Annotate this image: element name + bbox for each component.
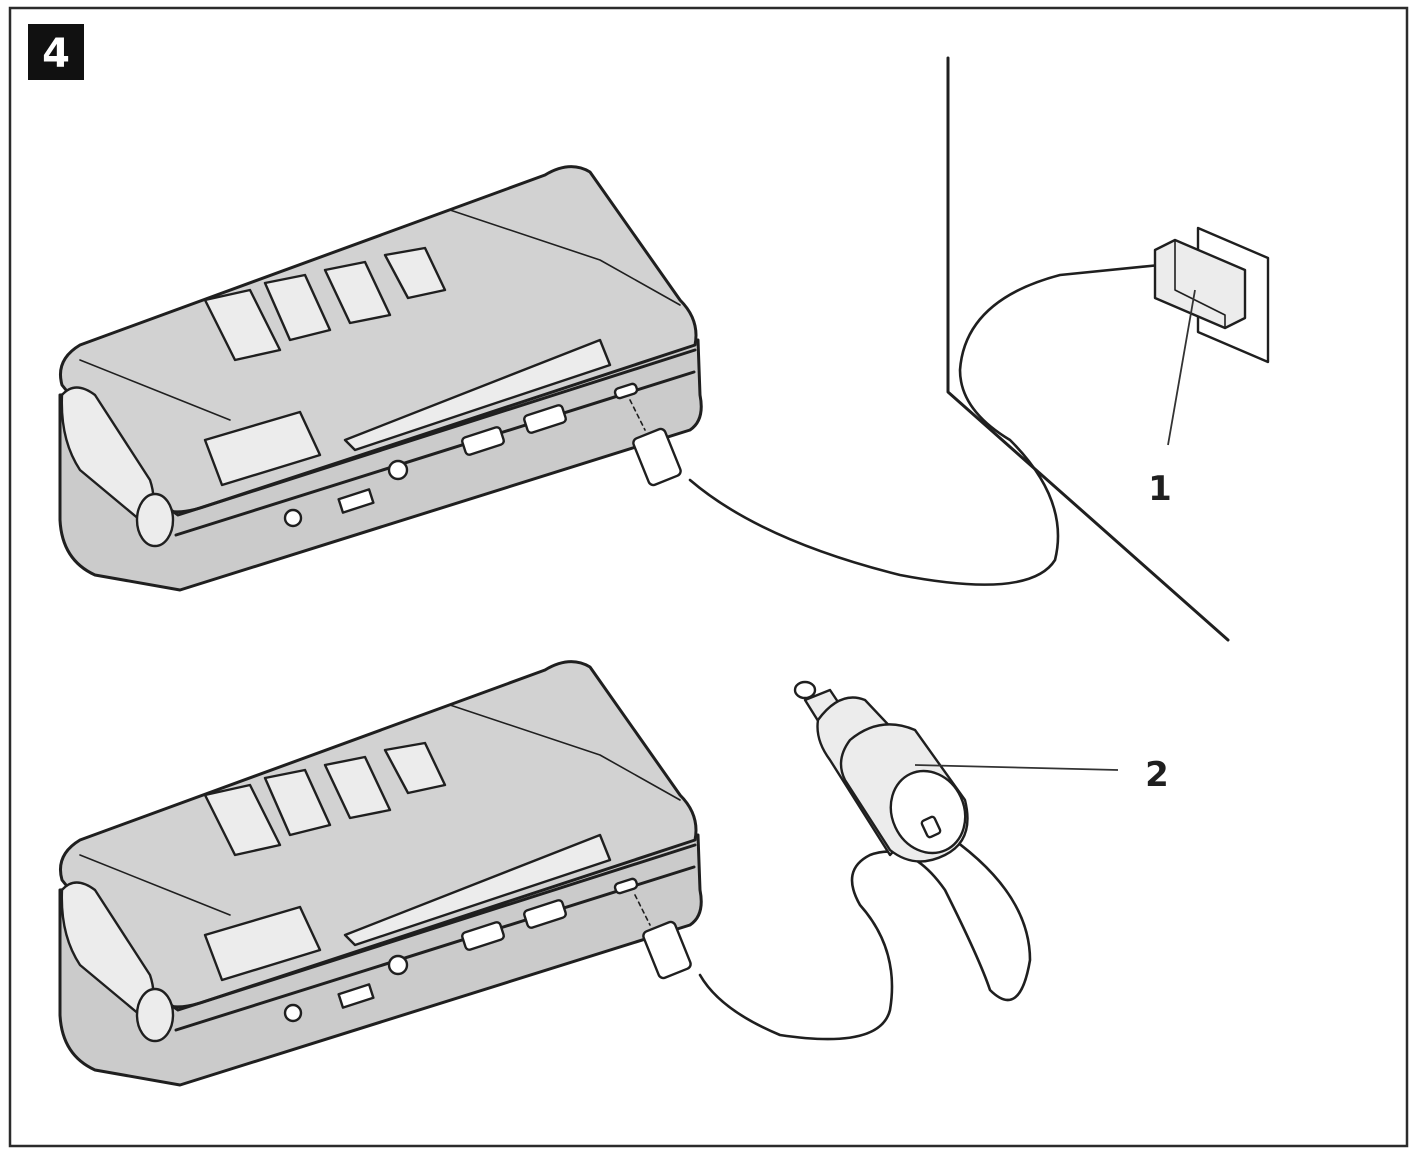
- dc-port: [283, 508, 303, 528]
- jump-starter-top: [58, 165, 703, 592]
- insert-guide-bottom: [634, 894, 651, 926]
- aux-port: [387, 459, 409, 481]
- display-window: [203, 905, 322, 982]
- top-button-3: [323, 260, 392, 325]
- usb-port-1: [461, 426, 505, 456]
- car-charger-face: [889, 769, 967, 855]
- car-charger-usb-port: [920, 815, 942, 839]
- usb-c-plug-bottom: [642, 920, 692, 980]
- wall-adapter-edge: [1174, 239, 1226, 329]
- step-number: 4: [42, 31, 70, 77]
- callout-2-leader: [914, 764, 1119, 771]
- top-button-4: [383, 741, 447, 795]
- power-switch: [337, 488, 375, 514]
- top-ridge-line: [79, 854, 231, 916]
- callout-1-leader: [1167, 289, 1196, 446]
- device-front-line: [174, 865, 696, 1032]
- top-button-1: [203, 783, 282, 857]
- callout-1-label: 1: [1148, 469, 1172, 509]
- clamp-port: [135, 987, 175, 1043]
- top-ridge-line-right: [449, 704, 681, 801]
- step-badge: 4: [28, 24, 84, 80]
- power-switch: [337, 983, 375, 1009]
- device-top-face: [59, 660, 698, 1009]
- step-badge-box: [28, 24, 84, 80]
- wall-edge: [946, 56, 1230, 642]
- front-recess: [343, 833, 612, 947]
- display-window: [203, 410, 322, 487]
- usb-port-1: [461, 921, 505, 951]
- callout-2-label: 2: [1145, 755, 1169, 795]
- usb-port-2: [523, 404, 567, 434]
- usb-c-plug-top: [632, 427, 682, 487]
- dc-port: [283, 1003, 303, 1023]
- device-front-line: [174, 370, 696, 537]
- top-button-2: [263, 273, 332, 342]
- aux-port: [387, 954, 409, 976]
- usb-c-port: [613, 382, 639, 400]
- usb-port-2: [523, 899, 567, 929]
- top-button-3: [323, 755, 392, 820]
- usb-c-port: [613, 877, 639, 895]
- insert-guide-top: [629, 399, 646, 431]
- cable-to-wall: [688, 263, 1162, 586]
- top-ridge-line-right: [449, 209, 681, 306]
- device-top-face: [59, 165, 698, 514]
- wall-outlet-scene: 1: [946, 56, 1270, 642]
- top-button-4: [383, 246, 447, 300]
- usb-c-cable-top: [629, 263, 1162, 586]
- car-charger-scene: 2: [793, 680, 1169, 863]
- usb-c-cable-bottom: [634, 828, 1032, 1041]
- clamp-port: [135, 492, 175, 548]
- top-button-2: [263, 768, 332, 837]
- top-button-1: [203, 288, 282, 362]
- cable-to-car-adapter: [698, 828, 1032, 1041]
- front-recess: [343, 338, 612, 452]
- jump-starter-bottom: [58, 660, 703, 1087]
- top-ridge-line: [79, 359, 231, 421]
- car-charger-tip: [793, 680, 817, 700]
